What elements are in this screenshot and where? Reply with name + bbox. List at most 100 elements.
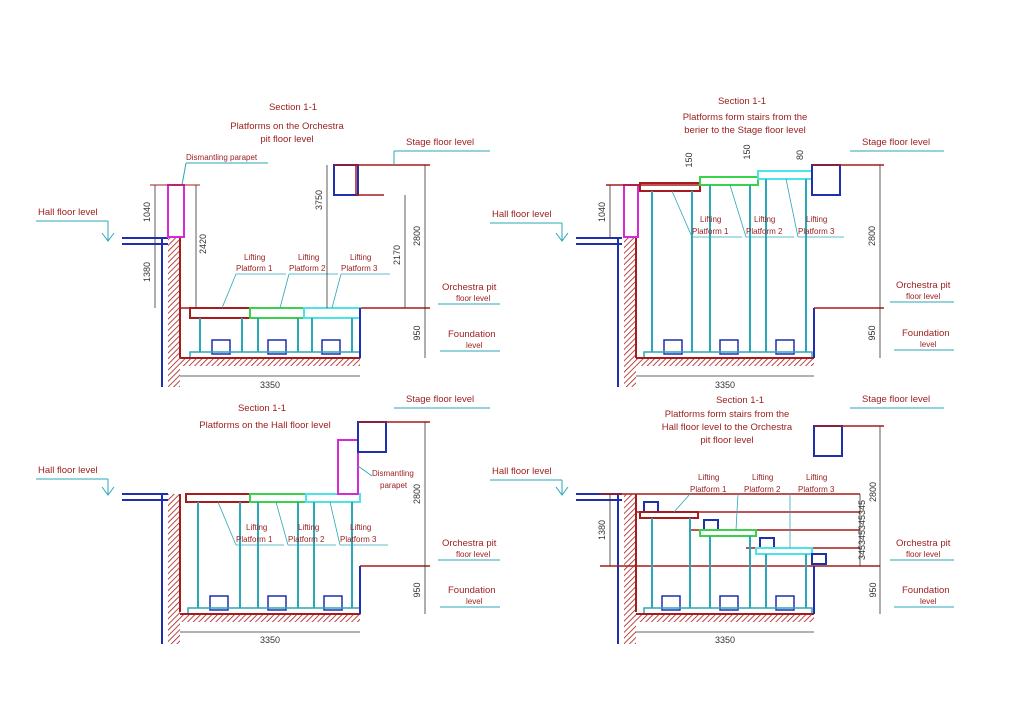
- wall-hatch: [168, 237, 180, 387]
- parapet-label: Dismantling: [372, 469, 414, 478]
- orchestra-pit-level-label: Orchestra pit: [896, 280, 951, 291]
- wall-hatch: [168, 494, 180, 644]
- hall-floor-level-label: Hall floor level: [38, 207, 98, 218]
- lifting-columns: [651, 179, 807, 352]
- stage-block: [357, 421, 387, 453]
- leader-line: [785, 178, 799, 238]
- parapet-label: Dismantling parapet: [186, 153, 258, 162]
- section-title: Section 1-1: [716, 395, 764, 406]
- level-arrow-icon: [555, 232, 569, 242]
- orchestra-pit-level-label: Orchestra pit: [442, 282, 497, 293]
- platform-2: [699, 529, 757, 537]
- platform-label: Platform 2: [288, 535, 325, 544]
- platform-label: Platform 3: [341, 264, 378, 273]
- stage-floor-level-label: Stage floor level: [862, 137, 930, 148]
- foundation-level-label: level: [920, 340, 937, 349]
- level-arrow-icon: [101, 232, 115, 242]
- platform-1-block: [643, 501, 659, 513]
- platform-label: Platform 2: [746, 227, 783, 236]
- platform-1: [185, 493, 251, 503]
- stage-block: [811, 164, 841, 196]
- lifting-columns: [197, 502, 353, 608]
- leader-line: [673, 493, 691, 513]
- foundation-hatch: [636, 614, 814, 622]
- leader-line: [357, 465, 373, 477]
- section-subtitle: pit floor level: [260, 134, 313, 145]
- lift-mechanisms: [211, 339, 341, 355]
- platform-3: [305, 493, 361, 503]
- foundation-level-label: Foundation: [902, 328, 950, 339]
- dim-150: 150: [684, 152, 694, 167]
- wall-hatch: [624, 494, 636, 644]
- lifting-label: Lifting: [350, 523, 371, 532]
- dim-2800: 2800: [412, 484, 422, 504]
- foundation-hatch: [180, 358, 360, 366]
- hall-floor-level-label: Hall floor level: [38, 465, 98, 476]
- orchestra-pit-level-label: floor level: [456, 294, 490, 303]
- level-arrow-icon: [101, 486, 115, 496]
- foundation-level-label: Foundation: [448, 329, 496, 340]
- platform-label: Platform 3: [340, 535, 377, 544]
- lifting-label: Lifting: [298, 523, 319, 532]
- platform-label: Platform 3: [798, 485, 835, 494]
- section-subtitle: Platforms form stairs from the: [683, 112, 808, 123]
- leader-line: [329, 501, 341, 546]
- section-subtitle: berier to the Stage floor level: [684, 125, 805, 136]
- foundation-hatch: [636, 358, 814, 366]
- level-arrow-icon: [555, 486, 569, 496]
- dim-2420: 2420: [198, 234, 208, 254]
- orchestra-pit-level-label: Orchestra pit: [896, 538, 951, 549]
- dim-1040: 1040: [597, 202, 607, 222]
- lifting-label: Lifting: [806, 215, 827, 224]
- lift-mechanisms: [209, 595, 343, 611]
- stage-floor-level-label: Stage floor level: [862, 394, 930, 405]
- lifting-label: Lifting: [754, 215, 775, 224]
- dim-950: 950: [412, 325, 422, 340]
- dim-950: 950: [868, 582, 878, 597]
- platform-2-block: [703, 519, 719, 531]
- platform-2: [249, 307, 305, 319]
- section-subtitle: Platforms on the Hall floor level: [199, 420, 330, 431]
- leader-line: [181, 162, 187, 186]
- stage-outline: [355, 165, 384, 196]
- leader-line: [671, 190, 693, 238]
- dismantling-parapet: [623, 184, 639, 238]
- lifting-label: Lifting: [698, 473, 719, 482]
- lifting-label: Lifting: [700, 215, 721, 224]
- dim-950: 950: [867, 325, 877, 340]
- lifting-columns: [199, 318, 353, 352]
- stage-floor-level-label: Stage floor level: [406, 137, 474, 148]
- hall-floor-level-label: Hall floor level: [492, 209, 552, 220]
- dim-1380: 1380: [142, 262, 152, 282]
- platform-label: Platform 1: [236, 264, 273, 273]
- platform-label: Platform 1: [692, 227, 729, 236]
- stage-floor-level-label: Stage floor level: [406, 394, 474, 405]
- dim-1380: 1380: [597, 520, 607, 540]
- foundation-level-label: level: [466, 341, 483, 350]
- section-2-stairs-to-stage: Section 1-1 Platforms form stairs from t…: [490, 96, 954, 390]
- leader-line: [729, 184, 747, 238]
- platform-label: Platform 1: [236, 535, 273, 544]
- lifting-label: Lifting: [246, 523, 267, 532]
- platform-1: [639, 182, 701, 192]
- platform-label: Platform 2: [289, 264, 326, 273]
- lifting-label: Lifting: [752, 473, 773, 482]
- orchestra-pit-level-label: Orchestra pit: [442, 538, 497, 549]
- lifting-label: Lifting: [244, 253, 265, 262]
- dim-3750: 3750: [314, 190, 324, 210]
- section-subtitle: Platforms on the Orchestra: [230, 121, 344, 132]
- dim-1040: 1040: [142, 202, 152, 222]
- platform-3: [757, 170, 813, 180]
- platform-label: Platform 3: [798, 227, 835, 236]
- platform-label: Platform 1: [690, 485, 727, 494]
- section-title: Section 1-1: [718, 96, 766, 107]
- leader-line: [331, 273, 342, 309]
- parapet-label: parapet: [380, 481, 408, 490]
- dim-3350: 3350: [260, 380, 280, 390]
- dismantling-parapet: [167, 184, 185, 238]
- leader-line: [275, 501, 289, 546]
- section-4-stairs-to-pit: Section 1-1 Platforms form stairs from t…: [490, 394, 954, 645]
- section-3-hall-floor: Section 1-1 Platforms on the Hall floor …: [36, 394, 500, 645]
- dim-2800: 2800: [412, 226, 422, 246]
